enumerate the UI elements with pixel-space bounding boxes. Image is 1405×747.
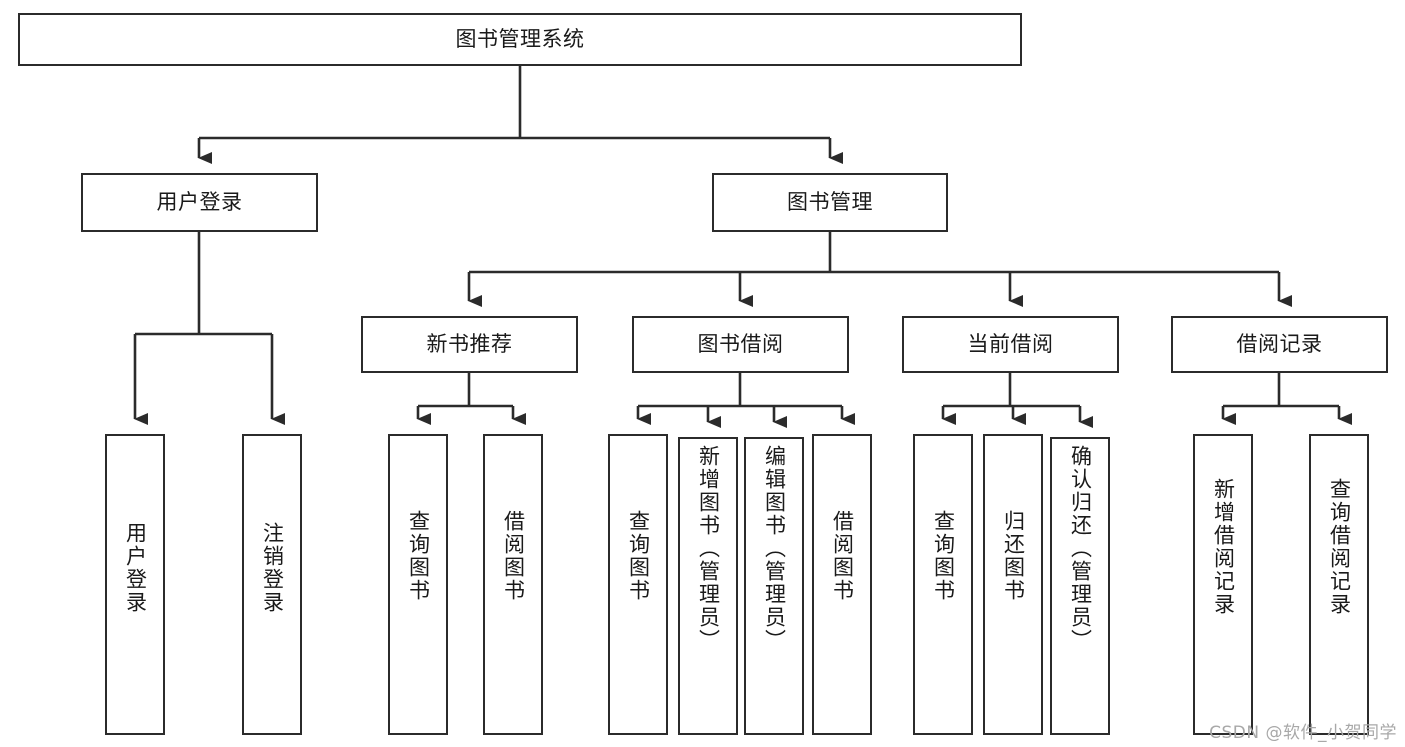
node-book-manage[interactable]: 图书管理 [712,173,948,232]
node-current-borrow-label: 当前借阅 [967,332,1054,357]
node-leaf-query-book-cur[interactable]: 查询图书 [913,434,973,735]
node-current-borrow[interactable]: 当前借阅 [902,316,1119,373]
node-user-login-label: 用户登录 [156,190,243,215]
node-borrow-record[interactable]: 借阅记录 [1171,316,1388,373]
node-book-borrow[interactable]: 图书借阅 [632,316,849,373]
node-leaf-add-record[interactable]: 新增借阅记录 [1193,434,1253,735]
node-leaf-borrow-book-rec-label: 借阅图书 [501,510,526,602]
node-leaf-edit-book-label: 编辑图书（管理员） [762,445,787,652]
node-leaf-confirm-return[interactable]: 确认归还（管理员） [1050,437,1110,735]
node-root[interactable]: 图书管理系统 [18,13,1022,66]
node-leaf-logout-label: 注销登录 [260,522,285,614]
node-leaf-add-record-label: 新增借阅记录 [1211,478,1236,616]
node-leaf-query-book-borrow-label: 查询图书 [626,510,651,602]
node-leaf-query-book-rec[interactable]: 查询图书 [388,434,448,735]
node-leaf-borrow-book[interactable]: 借阅图书 [812,434,872,735]
node-leaf-confirm-return-label: 确认归还（管理员） [1068,445,1093,652]
node-book-borrow-label: 图书借阅 [697,332,784,357]
node-new-book-recommend[interactable]: 新书推荐 [361,316,578,373]
node-leaf-add-book-label: 新增图书（管理员） [696,445,721,652]
node-leaf-return-book-label: 归还图书 [1001,510,1026,602]
node-book-manage-label: 图书管理 [787,190,873,215]
node-leaf-borrow-book-rec[interactable]: 借阅图书 [483,434,543,735]
node-leaf-user-login-label: 用户登录 [123,522,148,614]
node-root-label: 图书管理系统 [455,27,585,52]
node-leaf-query-book-rec-label: 查询图书 [406,510,431,602]
node-leaf-user-login[interactable]: 用户登录 [105,434,165,735]
node-user-login[interactable]: 用户登录 [81,173,318,232]
node-leaf-logout[interactable]: 注销登录 [242,434,302,735]
node-leaf-add-book[interactable]: 新增图书（管理员） [678,437,738,735]
node-leaf-edit-book[interactable]: 编辑图书（管理员） [744,437,804,735]
node-leaf-return-book[interactable]: 归还图书 [983,434,1043,735]
node-leaf-borrow-book-label: 借阅图书 [830,510,855,602]
node-leaf-query-record[interactable]: 查询借阅记录 [1309,434,1369,735]
node-leaf-query-book-borrow[interactable]: 查询图书 [608,434,668,735]
node-borrow-record-label: 借阅记录 [1236,332,1323,357]
node-leaf-query-book-cur-label: 查询图书 [931,510,956,602]
node-leaf-query-record-label: 查询借阅记录 [1327,478,1352,616]
node-new-book-recommend-label: 新书推荐 [426,332,513,357]
